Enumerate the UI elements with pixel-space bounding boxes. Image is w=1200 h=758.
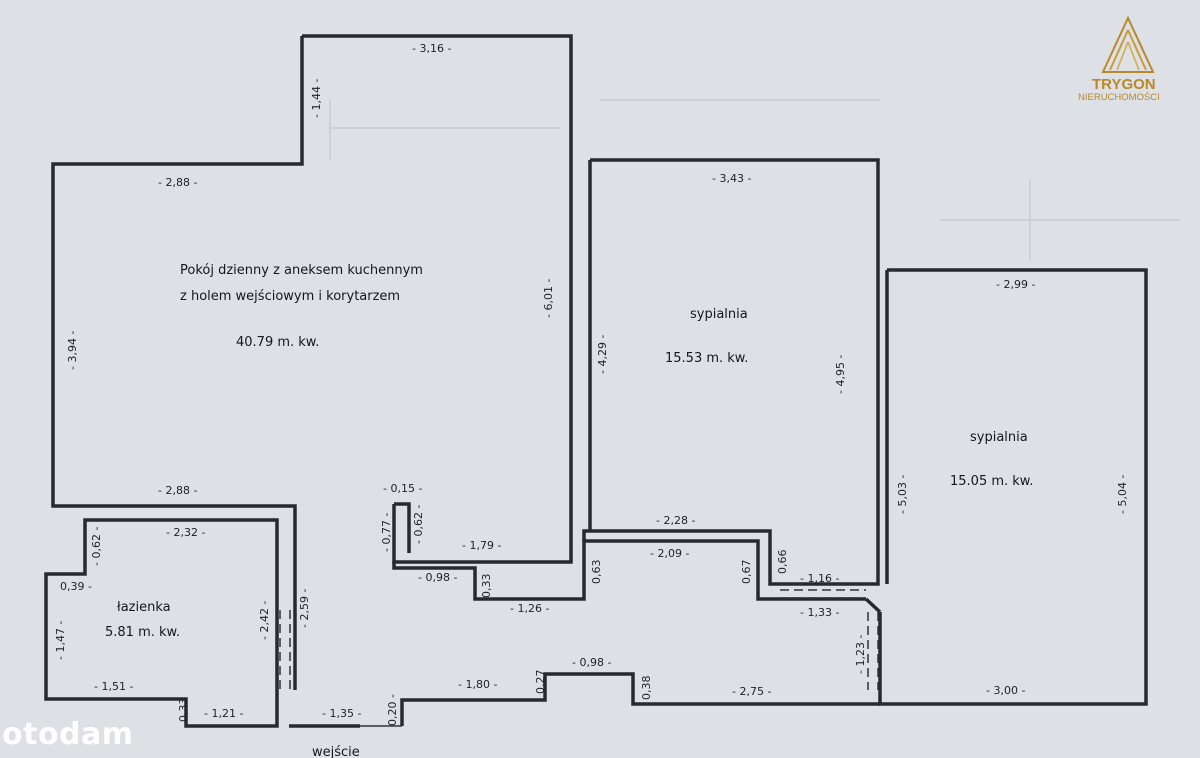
bathroom-name: łazienka [117,600,171,615]
dim-pillar-left: - 0,77 - [380,513,393,552]
dim-bed2-left: - 5,03 - [896,475,909,514]
logo-tagline: NIERUCHOMOŚCI [1078,91,1160,103]
dim-living-right: - 6,01 - [542,279,555,318]
dim-living-bottom-left: - 2,88 - [158,484,197,497]
dim-hall-right: - 1,16 - [800,572,839,585]
dim-corridor-mid: - 1,26 - [510,602,549,615]
dim-bed1-left: - 4,29 - [596,335,609,374]
otodam-watermark: otodam [2,717,134,752]
dim-corridor-step-h: 0,33 [480,574,493,599]
bedroom2-name: sypialnia [970,430,1028,445]
dim-corridor-bottom: - 1,80 - [458,678,497,691]
dim-bath-right-outer: - 2,59 - [298,589,311,628]
dim-bed1-step: 0,66 [776,550,789,575]
bedroom2-area: 15.05 m. kw. [950,474,1033,489]
living-room-area: 40.79 m. kw. [236,335,319,350]
dim-bed2-bottom: - 3,00 - [986,684,1025,697]
dimension-labels: - 3,16 - - 1,44 - - 2,88 - - 3,94 - - 6,… [54,42,1129,726]
living-room-walls [302,34,573,564]
paper-ghost-lines [329,99,1180,260]
bedroom1-area: 15.53 m. kw. [665,351,748,366]
dim-living-step-left: - 1,44 - [310,79,323,118]
dim-corridor-bump: - 0,98 - [572,656,611,669]
dim-bath-right-inner: - 2,42 - [258,601,271,640]
dim-bed1-bottom: - 2,28 - [656,514,695,527]
living-room-name-line1: Pokój dzienny z aneksem kuchennym [180,263,423,278]
dim-bed1-top: - 3,43 - [712,172,751,185]
dim-corridor-step-w: - 0,98 - [418,571,457,584]
dim-entry-step: 0,20 - [386,694,399,726]
dim-bath-left: - 1,47 - [54,621,67,660]
bedroom1-walls [582,158,880,586]
dim-corridor-left-jamb: 0,63 [590,560,603,585]
dim-bath-notch: 0,39 - [60,580,92,593]
living-room-name-line2: z holem wejściowym i korytarzem [180,289,400,304]
dim-corridor-bottom-right: - 2,75 - [732,685,771,698]
dim-bed1-right: - 4,95 - [834,355,847,394]
bedroom1-name: sypialnia [690,307,748,322]
logo-name: TRYGON [1092,76,1156,93]
bathroom-walls [44,518,279,728]
dim-bath-top: - 2,32 - [166,526,205,539]
dim-living-left: - 3,94 - [66,331,79,370]
dim-bed2-top: - 2,99 - [996,278,1035,291]
door-openings [279,589,879,727]
dim-pillar-right: - 0,62 - [412,505,425,544]
living-room-outer-wall [51,36,304,690]
bedroom2-walls [878,268,1148,706]
bathroom-area: 5.81 m. kw. [105,625,180,640]
dim-corridor-bottom-step: 0,27 [534,670,547,695]
dim-corridor-bump-right: 0,38 [640,676,653,701]
dim-hall-door: - 1,23 - [854,635,867,674]
dim-corridor-top: - 2,09 - [650,547,689,560]
dim-living-bottom-right: - 1,79 - [462,539,501,552]
corridor-right-wall [864,597,882,614]
pillar-wall [392,502,866,601]
dim-bath-bottom-right: - 1,21 - [204,707,243,720]
dim-bath-bottom: - 1,51 - [94,680,133,693]
corridor-bottom-wall [289,672,880,728]
dim-bath-step: 0,33 [177,698,190,723]
dim-pillar-top: - 0,15 - [383,482,422,495]
dim-bath-tl: - 0,62 - [90,527,103,566]
dim-hall-right-low: - 1,33 - [800,606,839,619]
dim-living-top: - 3,16 - [412,42,451,55]
dim-living-top-left: - 2,88 - [158,176,197,189]
trygon-logo: TRYGON NIERUCHOMOŚCI [1078,15,1160,103]
entrance-label: wejście [312,745,360,758]
dim-bed2-right: - 5,04 - [1116,475,1129,514]
dim-entry-bottom: - 1,35 - [322,707,361,720]
trygon-triangle-icon [1101,15,1155,73]
dim-corridor-door-right: 0,67 [740,560,753,585]
